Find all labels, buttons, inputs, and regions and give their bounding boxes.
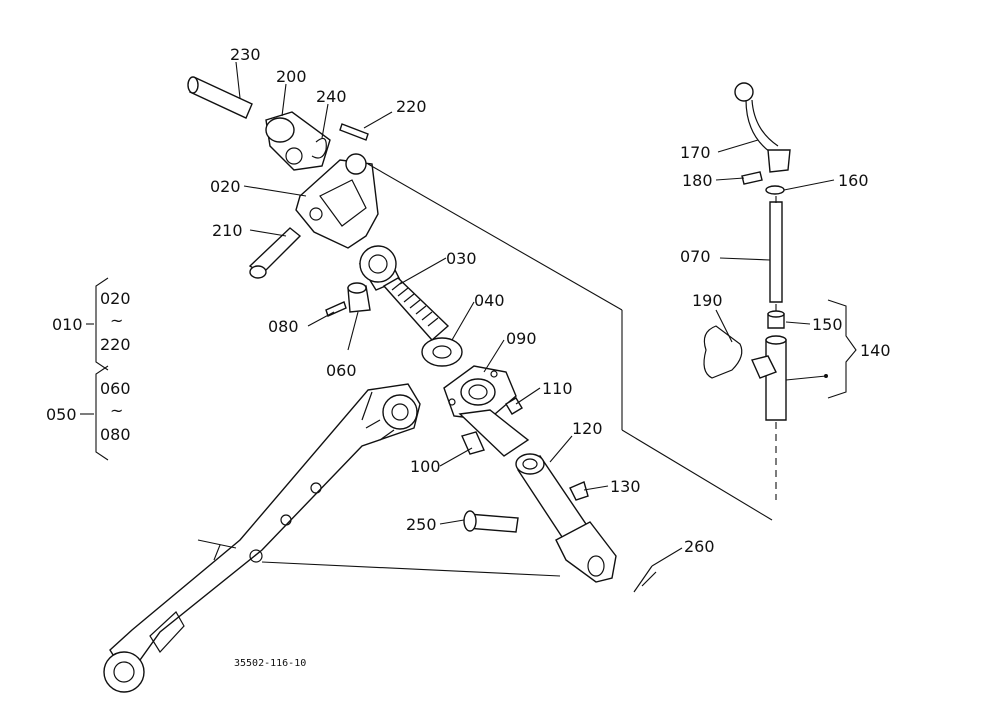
label-220: 220 — [396, 97, 427, 116]
ring-190 — [703, 325, 743, 379]
label-260: 260 — [684, 537, 715, 556]
label-110: 110 — [542, 379, 573, 398]
pin-220 — [339, 123, 369, 141]
pin-250 — [463, 510, 519, 533]
label-170: 170 — [680, 143, 711, 162]
label-030: 030 — [446, 249, 477, 268]
label-130: 130 — [610, 477, 641, 496]
label-120: 120 — [572, 419, 603, 438]
yoke-020 — [295, 153, 379, 249]
guide-line-diag — [621, 429, 773, 521]
label-140: 140 — [860, 341, 891, 360]
group-010-sep: ~ — [110, 311, 123, 330]
group-010-from: 020 — [100, 289, 131, 308]
group-050: 050 060 ~ 080 — [46, 365, 131, 461]
pin-260 — [633, 565, 657, 593]
body-140 — [751, 335, 787, 421]
label-190: 190 — [692, 291, 723, 310]
group-050-sep: ~ — [110, 401, 123, 420]
pin-080 — [325, 301, 347, 317]
joint-200 — [265, 111, 331, 171]
handle-170 — [734, 82, 791, 173]
rod-070 — [769, 196, 783, 303]
group-050-code: 050 — [46, 405, 77, 424]
washer-160 — [765, 185, 785, 195]
label-100: 100 — [410, 457, 441, 476]
label-240: 240 — [316, 87, 347, 106]
group-050-to: 080 — [100, 425, 131, 444]
collar-150 — [767, 310, 785, 329]
clip-240 — [311, 137, 327, 159]
fitting-100 — [461, 431, 485, 455]
drawing-number: 35502-116-10 — [234, 658, 306, 669]
group-050-from: 060 — [100, 379, 131, 398]
group-010-to: 220 — [100, 335, 131, 354]
label-070: 070 — [680, 247, 711, 266]
label-230: 230 — [230, 45, 261, 64]
guide-line-top — [367, 163, 623, 311]
label-200: 200 — [276, 67, 307, 86]
label-250: 250 — [406, 515, 437, 534]
fitting-060 — [347, 282, 371, 313]
label-060: 060 — [326, 361, 357, 380]
label-160: 160 — [838, 171, 869, 190]
label-040: 040 — [474, 291, 505, 310]
label-080: 080 — [268, 317, 299, 336]
leader-lines — [235, 61, 857, 567]
lower-link-bar — [103, 383, 421, 693]
label-210: 210 — [212, 221, 243, 240]
nut-040 — [421, 337, 463, 367]
label-180: 180 — [682, 171, 713, 190]
group-010-code: 010 — [52, 315, 83, 334]
fitting-110 — [505, 397, 523, 415]
grease-nipple-130 — [569, 481, 589, 501]
label-090: 090 — [506, 329, 537, 348]
group-010: 010 020 ~ 220 — [52, 277, 131, 371]
screw-shaft-030 — [358, 245, 450, 341]
label-020: 020 — [210, 177, 241, 196]
housing-090 — [443, 365, 530, 457]
guide-line-bottom — [261, 561, 561, 577]
label-150: 150 — [812, 315, 843, 334]
pin-180 — [741, 171, 763, 185]
tube-120 — [515, 453, 617, 583]
pin-230 — [187, 76, 253, 119]
pin-210 — [248, 227, 302, 279]
